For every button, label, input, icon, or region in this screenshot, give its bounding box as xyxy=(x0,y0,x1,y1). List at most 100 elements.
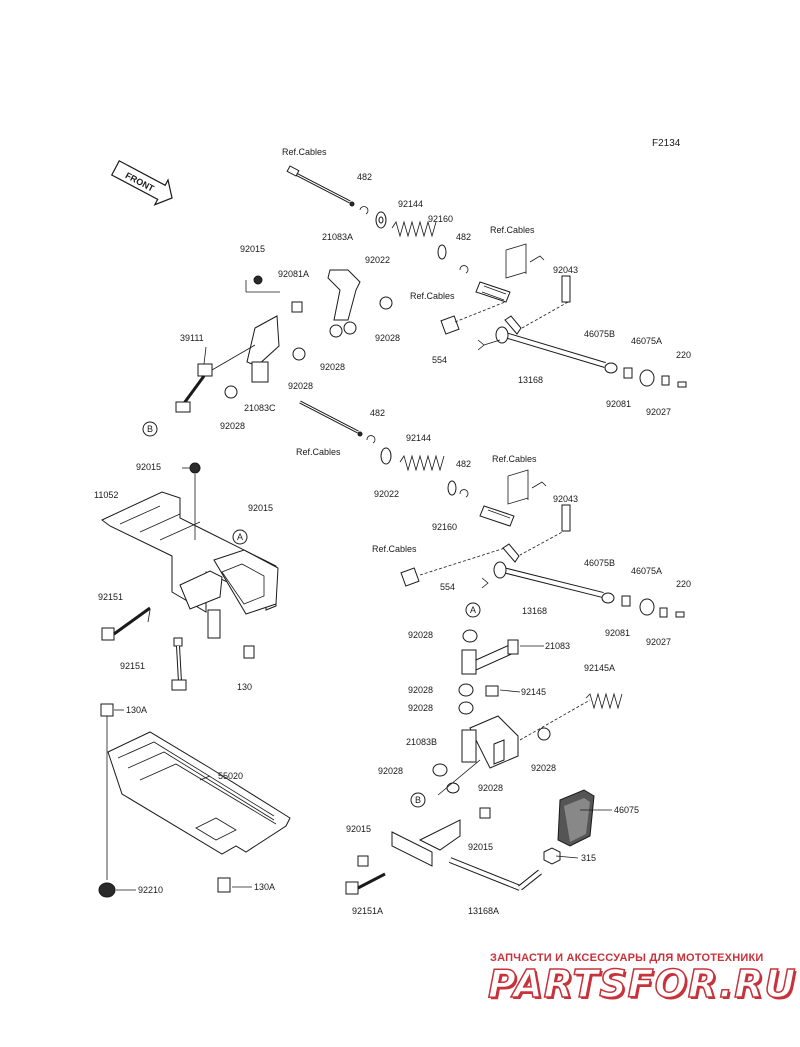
label-ref-cables-4: Ref.Cables xyxy=(296,447,341,457)
frame-11052 xyxy=(101,462,279,639)
label-ref-cables-1: Ref.Cables xyxy=(282,147,327,157)
callout-b-lower xyxy=(410,792,426,808)
label-554-2: 554 xyxy=(440,582,455,592)
shaft-13168-upper xyxy=(477,275,606,368)
label-46075a-1: 46075A xyxy=(631,336,662,346)
bolt-92151 xyxy=(101,606,151,641)
label-13168a: 13168A xyxy=(468,906,499,916)
clip-482 xyxy=(359,206,369,215)
part-labels: Ref.Cables 482 92144 92160 482 Ref.Cable… xyxy=(94,147,691,916)
label-92027-1: 92027 xyxy=(646,407,671,417)
label-130a-1: 130A xyxy=(126,705,147,715)
label-11052: 11052 xyxy=(94,490,118,500)
label-92028-1: 92028 xyxy=(375,333,400,343)
spring-92145 xyxy=(485,685,499,697)
label-39111: 39111 xyxy=(180,333,204,343)
label-13168-1: 13168 xyxy=(518,375,543,385)
bushing-92081a xyxy=(291,301,303,313)
callout-a-text-2: A xyxy=(470,605,476,615)
label-21083: 21083 xyxy=(545,641,570,651)
label-ref-cables-6: Ref.Cables xyxy=(372,544,417,554)
shaft-13168-middle xyxy=(481,504,604,598)
label-92151-2: 92151 xyxy=(120,661,145,671)
callout-b-upper xyxy=(142,421,158,437)
callout-a-upper xyxy=(232,529,248,545)
label-220-1: 220 xyxy=(676,350,691,360)
skid-plate-55020 xyxy=(107,731,291,855)
front-arrow: FRONT xyxy=(110,160,173,206)
label-92028-9: 92028 xyxy=(378,766,403,776)
label-315: 315 xyxy=(581,853,596,863)
label-92015-2: 92015 xyxy=(136,462,161,472)
label-482-4: 482 xyxy=(456,459,471,469)
label-92022-2: 92022 xyxy=(374,489,399,499)
label-92145: 92145 xyxy=(521,687,546,697)
label-92151a: 92151A xyxy=(352,906,383,916)
label-130: 130 xyxy=(237,682,252,692)
label-92145a: 92145A xyxy=(584,663,615,673)
label-92028-4: 92028 xyxy=(220,421,245,431)
label-92210: 92210 xyxy=(138,885,163,895)
label-92028-6: 92028 xyxy=(408,685,433,695)
label-46075a-2: 46075A xyxy=(631,566,662,576)
bolt-92151-vert xyxy=(171,637,187,691)
label-ref-cables-3: Ref.Cables xyxy=(410,291,455,301)
bracket-21083b xyxy=(461,715,519,769)
label-92144-2: 92144 xyxy=(406,433,431,443)
lever-21083a xyxy=(327,269,361,335)
callout-a-lower xyxy=(465,602,481,618)
label-92160-1: 92160 xyxy=(428,214,453,224)
pedal-pad-46075 xyxy=(557,789,595,847)
label-ref-cables-2: Ref.Cables xyxy=(490,225,535,235)
label-92043-2: 92043 xyxy=(553,494,578,504)
spring-92144-middle xyxy=(399,454,445,472)
label-46075: 46075 xyxy=(614,805,639,815)
label-46075b-2: 46075B xyxy=(584,558,615,568)
washer-92160 xyxy=(437,244,447,260)
label-92028-10: 92028 xyxy=(478,783,503,793)
label-92028-2: 92028 xyxy=(320,362,345,372)
label-220-2: 220 xyxy=(676,579,691,589)
pedal-13168a xyxy=(391,819,542,891)
rod-39111 xyxy=(175,344,256,413)
label-482-3: 482 xyxy=(370,408,385,418)
label-92015-1: 92015 xyxy=(240,244,265,254)
cable-end-middle xyxy=(299,400,363,437)
label-92028-5: 92028 xyxy=(408,630,433,640)
label-92022-1: 92022 xyxy=(365,255,390,265)
label-21083b: 21083B xyxy=(406,737,437,747)
spring-92145a xyxy=(585,692,623,710)
label-92015-5: 92015 xyxy=(468,842,493,852)
bracket-upper xyxy=(246,315,280,383)
label-92151-1: 92151 xyxy=(98,592,123,602)
label-482-2: 482 xyxy=(456,232,471,242)
label-55020: 55020 xyxy=(218,771,243,781)
label-46075b-1: 46075B xyxy=(584,329,615,339)
label-13168-2: 13168 xyxy=(522,606,547,616)
label-92081a: 92081A xyxy=(278,269,309,279)
figure-code: F2134 xyxy=(652,138,681,149)
label-130a-2: 130A xyxy=(254,882,275,892)
label-ref-cables-5: Ref.Cables xyxy=(492,454,537,464)
label-554-1: 554 xyxy=(432,355,447,365)
label-21083a: 21083A xyxy=(322,232,353,242)
label-92028-8: 92028 xyxy=(531,763,556,773)
label-92015-3: 92015 xyxy=(248,503,273,513)
label-92028-3: 92028 xyxy=(288,381,313,391)
label-482-1: 482 xyxy=(357,172,372,182)
label-92144-1: 92144 xyxy=(398,199,423,209)
label-92028-7: 92028 xyxy=(408,703,433,713)
callout-a-text: A xyxy=(237,532,243,542)
label-21083c: 21083C xyxy=(244,403,276,413)
callout-b-text: B xyxy=(147,424,153,434)
cable-link-middle xyxy=(479,505,515,527)
bracket-21083 xyxy=(461,639,519,675)
watermark-tagline: ЗАПЧАСТИ И АКСЕССУАРЫ ДЛЯ МОТОТЕХНИКИ xyxy=(490,952,764,964)
label-92043-1: 92043 xyxy=(553,265,578,275)
cable-end-upper xyxy=(286,165,355,207)
callout-b-text-2: B xyxy=(415,795,421,805)
label-92081-1: 92081 xyxy=(606,399,631,409)
spring-92144-upper xyxy=(391,220,437,238)
label-92015-4: 92015 xyxy=(346,824,371,834)
